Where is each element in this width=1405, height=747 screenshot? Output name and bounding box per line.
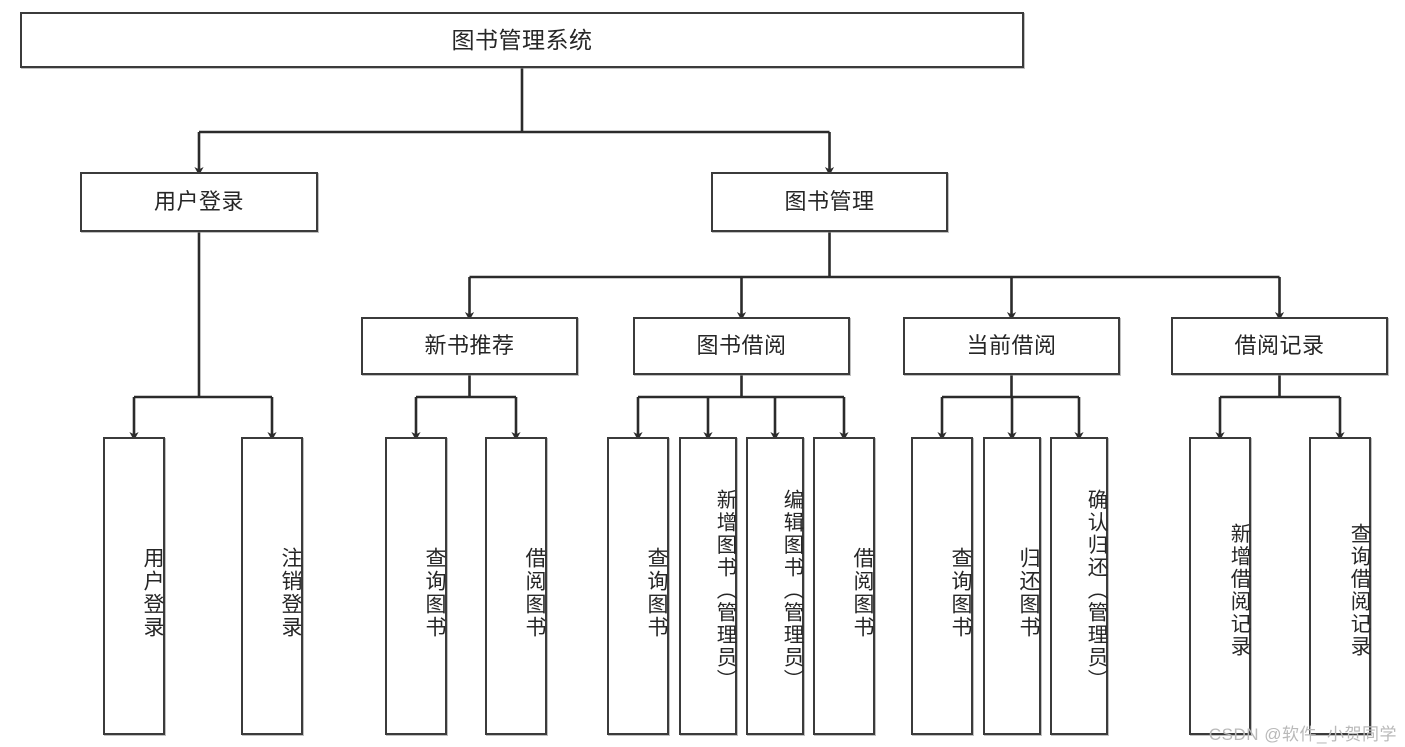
node-leaf-bl-add[interactable]: 新增图书（管理员） <box>679 437 737 735</box>
node-leaf-user-login[interactable]: 用户登录 <box>103 437 165 735</box>
node-leaf-rec-add[interactable]: 新增借阅记录 <box>1189 437 1251 735</box>
node-newbook[interactable]: 新书推荐 <box>361 317 578 375</box>
node-leaf-cur-query[interactable]: 查询图书 <box>911 437 973 735</box>
node-leaf-nb-query[interactable]: 查询图书 <box>385 437 447 735</box>
node-label: 借阅图书 <box>523 547 546 639</box>
node-leaf-bl-borrow[interactable]: 借阅图书 <box>813 437 875 735</box>
node-leaf-logout[interactable]: 注销登录 <box>241 437 303 735</box>
node-label: 用户登录 <box>141 547 164 639</box>
node-records[interactable]: 借阅记录 <box>1171 317 1388 375</box>
node-login[interactable]: 用户登录 <box>80 172 318 232</box>
node-label: 借阅记录 <box>1234 333 1325 359</box>
node-label: 图书借阅 <box>696 333 787 359</box>
node-current[interactable]: 当前借阅 <box>903 317 1120 375</box>
csdn-watermark: CSDN @软件_小贺同学 <box>1208 725 1397 744</box>
node-leaf-cur-return[interactable]: 归还图书 <box>983 437 1041 735</box>
node-label: 新增图书（管理员） <box>713 488 736 692</box>
node-label: 借阅图书 <box>851 547 874 639</box>
node-label: 图书管理系统 <box>451 26 593 53</box>
node-label: 编辑图书（管理员） <box>780 488 803 692</box>
node-label: 查询图书 <box>645 547 668 639</box>
node-label: 用户登录 <box>153 189 244 215</box>
node-root[interactable]: 图书管理系统 <box>20 12 1024 68</box>
node-leaf-rec-query[interactable]: 查询借阅记录 <box>1309 437 1371 735</box>
node-label: 注销登录 <box>279 547 302 639</box>
node-label: 查询借阅记录 <box>1347 522 1370 658</box>
node-label: 图书管理 <box>784 189 875 215</box>
node-label: 查询图书 <box>949 547 972 639</box>
node-leaf-cur-confirm[interactable]: 确认归还（管理员） <box>1050 437 1108 735</box>
node-leaf-bl-edit[interactable]: 编辑图书（管理员） <box>746 437 804 735</box>
node-label: 确认归还（管理员） <box>1084 488 1107 692</box>
node-borrow[interactable]: 图书借阅 <box>633 317 850 375</box>
node-leaf-bl-query[interactable]: 查询图书 <box>607 437 669 735</box>
node-leaf-nb-borrow[interactable]: 借阅图书 <box>485 437 547 735</box>
node-label: 归还图书 <box>1017 547 1040 639</box>
node-label: 当前借阅 <box>966 333 1057 359</box>
node-label: 查询图书 <box>423 547 446 639</box>
node-label: 新增借阅记录 <box>1227 522 1250 658</box>
node-label: 新书推荐 <box>424 333 515 359</box>
node-bookmgmt[interactable]: 图书管理 <box>711 172 948 232</box>
